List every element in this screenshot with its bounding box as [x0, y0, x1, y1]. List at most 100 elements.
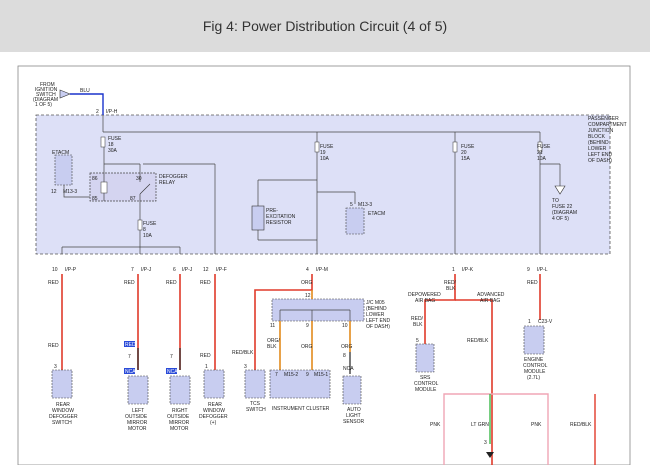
fuse-21-amp: 10A: [537, 156, 547, 162]
relay-switch-icon: [139, 183, 151, 195]
wire-label-org-blk-1: ORG/: [267, 338, 280, 344]
pin-12-conn: I/P-F: [216, 267, 227, 273]
wire-label-redblk-pin1-b: BLK: [446, 286, 456, 292]
wire-label-org-blk-2: BLK: [267, 344, 277, 350]
jc-label-3: LOWER: [366, 312, 385, 318]
wire-label-org-mid: ORG: [301, 344, 313, 350]
fuse-8-num: 8: [143, 227, 146, 233]
tcs-box: [244, 369, 266, 399]
light-sensor-label-2: LIGHT: [346, 413, 361, 419]
etacm-left-label: ETACM: [52, 150, 69, 156]
cluster-pin-7: 7: [275, 372, 278, 378]
block-label-7: LEFT END: [588, 152, 612, 158]
light-sensor-label-3: SENSOR: [343, 419, 365, 425]
resistor-icon: [251, 205, 265, 231]
jc-pin-11: 11: [270, 323, 275, 329]
wire-label-red-3: RED: [166, 280, 177, 286]
page-header: Fig 4: Power Distribution Circuit (4 of …: [0, 0, 650, 52]
pin-6-num: 6: [173, 267, 176, 273]
source-label-3: SWITCH: [36, 92, 56, 98]
pin-7-num: 7: [131, 267, 134, 273]
source-wire: [70, 93, 104, 115]
jc-label-2: (BEHIND: [366, 306, 387, 312]
bottom-arrow-icon: [486, 452, 494, 458]
rear-defog-sw-label-3: DEFOGGER: [49, 414, 78, 420]
block-label-2: COMPARTMENT: [588, 122, 627, 128]
wiring-diagram: PASSENGER COMPARTMENT JUNCTION BLOCK (BE…: [17, 65, 631, 465]
relay-terminal-30: 30: [136, 176, 142, 182]
rear-defog-sw-label-2: WINDOW: [52, 408, 74, 414]
ecm-box: [523, 325, 545, 355]
rear-defogger-label-1: REAR: [208, 402, 222, 408]
ecm-conn: C23-V: [538, 319, 553, 325]
right-mirror-label-1: RIGHT: [172, 408, 188, 414]
pin-12-num: 12: [203, 267, 209, 273]
pin-4-num: 4: [306, 267, 309, 273]
ecm-label-2: CONTROL: [523, 363, 548, 369]
jc-label-5: OF DASH): [366, 324, 390, 330]
etacm-left-box: [54, 154, 73, 186]
fuse-20-name: FUSE: [461, 144, 475, 150]
jc-label-4: LEFT END: [366, 318, 390, 324]
fuse-18-name: FUSE: [108, 136, 122, 142]
to-fuse-label-2: FUSE 22: [552, 204, 573, 210]
fuse-8-amp: 10A: [143, 233, 153, 239]
pin-6-conn: I/P-J: [182, 267, 193, 273]
defogger-relay-box: [89, 172, 157, 202]
rear-defog-sw-pin: 3: [54, 364, 57, 370]
jc-pin-12: 12: [305, 293, 311, 299]
fuse-18-amp: 30A: [108, 148, 118, 154]
etacm-left-conn: M13-3: [63, 189, 77, 195]
wire-label-org-right: ORG: [341, 344, 353, 350]
wire-label-redblk-pin1-a: RED/: [444, 280, 457, 286]
source-arrow-icon: [59, 89, 71, 99]
resistor-label-2: EXCITATION: [266, 214, 296, 220]
rear-defogger-label-3: DEFOGGER: [199, 414, 228, 420]
wire-label-red-left-highlight: RED: [125, 342, 136, 348]
relay-label-1: DEFOGGER: [159, 174, 188, 180]
jc-label-1: J/C M05: [366, 300, 385, 306]
wire-label-redblk-srs-a: RED/: [411, 316, 424, 322]
ecm-pin: 1: [528, 319, 531, 325]
rear-defog-sw-label-4: SWITCH: [52, 420, 72, 426]
block-label-4: BLOCK: [588, 134, 606, 140]
airbag-depowered-2: AIR BAG: [415, 298, 435, 304]
left-mirror-label-2: OUTSIDE: [125, 414, 148, 420]
left-mirror-label-1: LEFT: [132, 408, 144, 414]
tcs-label-1: TCS: [250, 401, 261, 407]
left-mirror-label-3: MIRROR: [127, 420, 148, 426]
rear-defog-sw-box: [51, 369, 73, 399]
left-mirror-box: [127, 375, 149, 405]
jc-pin-10: 10: [342, 323, 348, 329]
relay-coil-icon: [100, 181, 108, 194]
fuse-8-name: FUSE: [143, 221, 157, 227]
red-wire-highlight-left: [124, 341, 135, 347]
relay-terminal-86: 86: [92, 176, 98, 182]
bottom-wires: [443, 393, 596, 465]
pin-1-conn: I/P-K: [462, 267, 474, 273]
rear-defogger-label-4: (+): [210, 420, 217, 426]
fuse-8-distribution: [61, 212, 181, 254]
srs-label-2: CONTROL: [414, 381, 439, 387]
fuse-21-name: FUSE: [537, 144, 551, 150]
srs-pin: 5: [416, 338, 419, 344]
right-mirror-label-2: OUTSIDE: [167, 414, 190, 420]
etacm-right-conn: M13-3: [358, 202, 372, 208]
internal-bus: [102, 115, 541, 142]
jc-internal: [279, 309, 351, 321]
fuse-19-amp: 10A: [320, 156, 330, 162]
left-mirror-label-4: MOTOR: [128, 426, 147, 432]
resistor-label-3: RESISTOR: [266, 220, 292, 226]
tcs-label-2: SWITCH: [246, 407, 266, 413]
rear-defog-sw-label-1: REAR: [56, 402, 70, 408]
etacm-left-pin: 12: [51, 189, 57, 195]
fuse-19-name: FUSE: [320, 144, 334, 150]
top-pin-number: 2: [96, 109, 99, 115]
wire-label-pnk-left: PNK: [430, 422, 441, 428]
etacm-right-label: ETACM: [368, 211, 385, 217]
cluster-pin-9: 9: [306, 372, 309, 378]
nca-highlight-right: [166, 368, 177, 374]
etacm-right-box: [345, 207, 365, 235]
wire-label-red-1: RED: [48, 280, 59, 286]
block-label-3: JUNCTION: [588, 128, 614, 134]
